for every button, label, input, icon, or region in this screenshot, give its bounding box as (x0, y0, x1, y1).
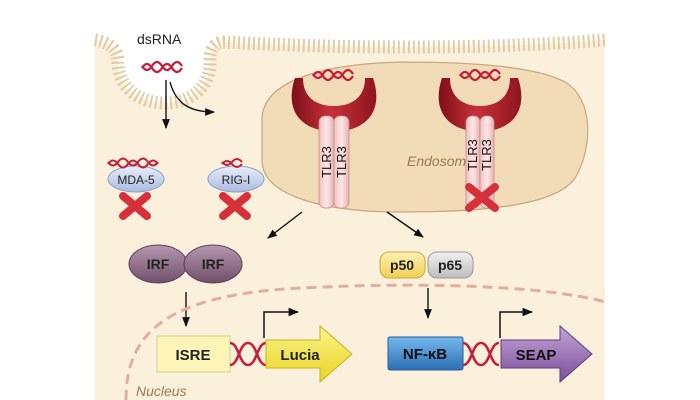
isre-element (156, 335, 231, 373)
arrow-to-nfkb-complex (386, 211, 424, 238)
dsrna-arrow-endosome (169, 81, 215, 116)
nucleus-label: Nucleus (136, 383, 187, 399)
dna-helix-icon (229, 341, 267, 367)
lucia-reporter (265, 324, 353, 384)
endosome-label: Endosome (407, 153, 474, 169)
dsrna-icon (141, 60, 183, 74)
p50-label: p50 (390, 257, 414, 273)
isre-label: ISRE (175, 347, 210, 364)
tlr3-label-left: TLR3 (319, 146, 334, 178)
cell-exterior (95, 0, 605, 103)
rigi-label: RIG-I (222, 173, 251, 187)
receptor-head (291, 78, 377, 132)
mda5-label: MDA-5 (117, 173, 155, 187)
seap-reporter (500, 324, 593, 384)
tlr3-receptor-inhibited: TLR3 TLR3 (438, 68, 522, 212)
tlr3-label-right: TLR3 (334, 146, 349, 178)
irf-protein (183, 244, 243, 284)
receptor-stem (333, 115, 350, 209)
irf-label: IRF (202, 256, 225, 272)
mda5-sensor (107, 165, 165, 193)
seap-label: SEAP (516, 347, 557, 364)
tlr3-label-right: TLR3 (479, 139, 494, 171)
dsrna-label: dsRNA (137, 31, 182, 47)
dna-helix-icon (462, 341, 500, 367)
nfkb-element (387, 336, 464, 371)
tlr3-label-left: TLR3 (465, 139, 480, 171)
p65-protein (427, 251, 474, 279)
red-cross-icon (119, 192, 151, 220)
plasma-membrane (93, 33, 606, 110)
dsrna-icon (107, 157, 159, 169)
endosome (261, 61, 589, 213)
receptor-head (438, 78, 522, 132)
red-cross-icon (219, 192, 251, 220)
dsrna-icon (312, 68, 354, 82)
nucleus-membrane (124, 283, 607, 400)
tlr3-receptor-active: TLR3 TLR3 (291, 68, 377, 209)
red-cross-icon (465, 183, 499, 212)
arrow-to-irf (267, 211, 303, 239)
bent-arrow-icon (499, 307, 534, 338)
dsrna-icon (221, 158, 243, 168)
p50-protein (379, 251, 426, 279)
dsrna-icon (459, 68, 501, 82)
irf-label: IRF (147, 256, 170, 272)
bent-arrow-icon (263, 307, 300, 338)
lucia-label: Lucia (280, 347, 320, 364)
receptor-stem (479, 115, 495, 209)
p65-label: p65 (438, 257, 462, 273)
nfkb-label: NF-κB (403, 346, 447, 363)
